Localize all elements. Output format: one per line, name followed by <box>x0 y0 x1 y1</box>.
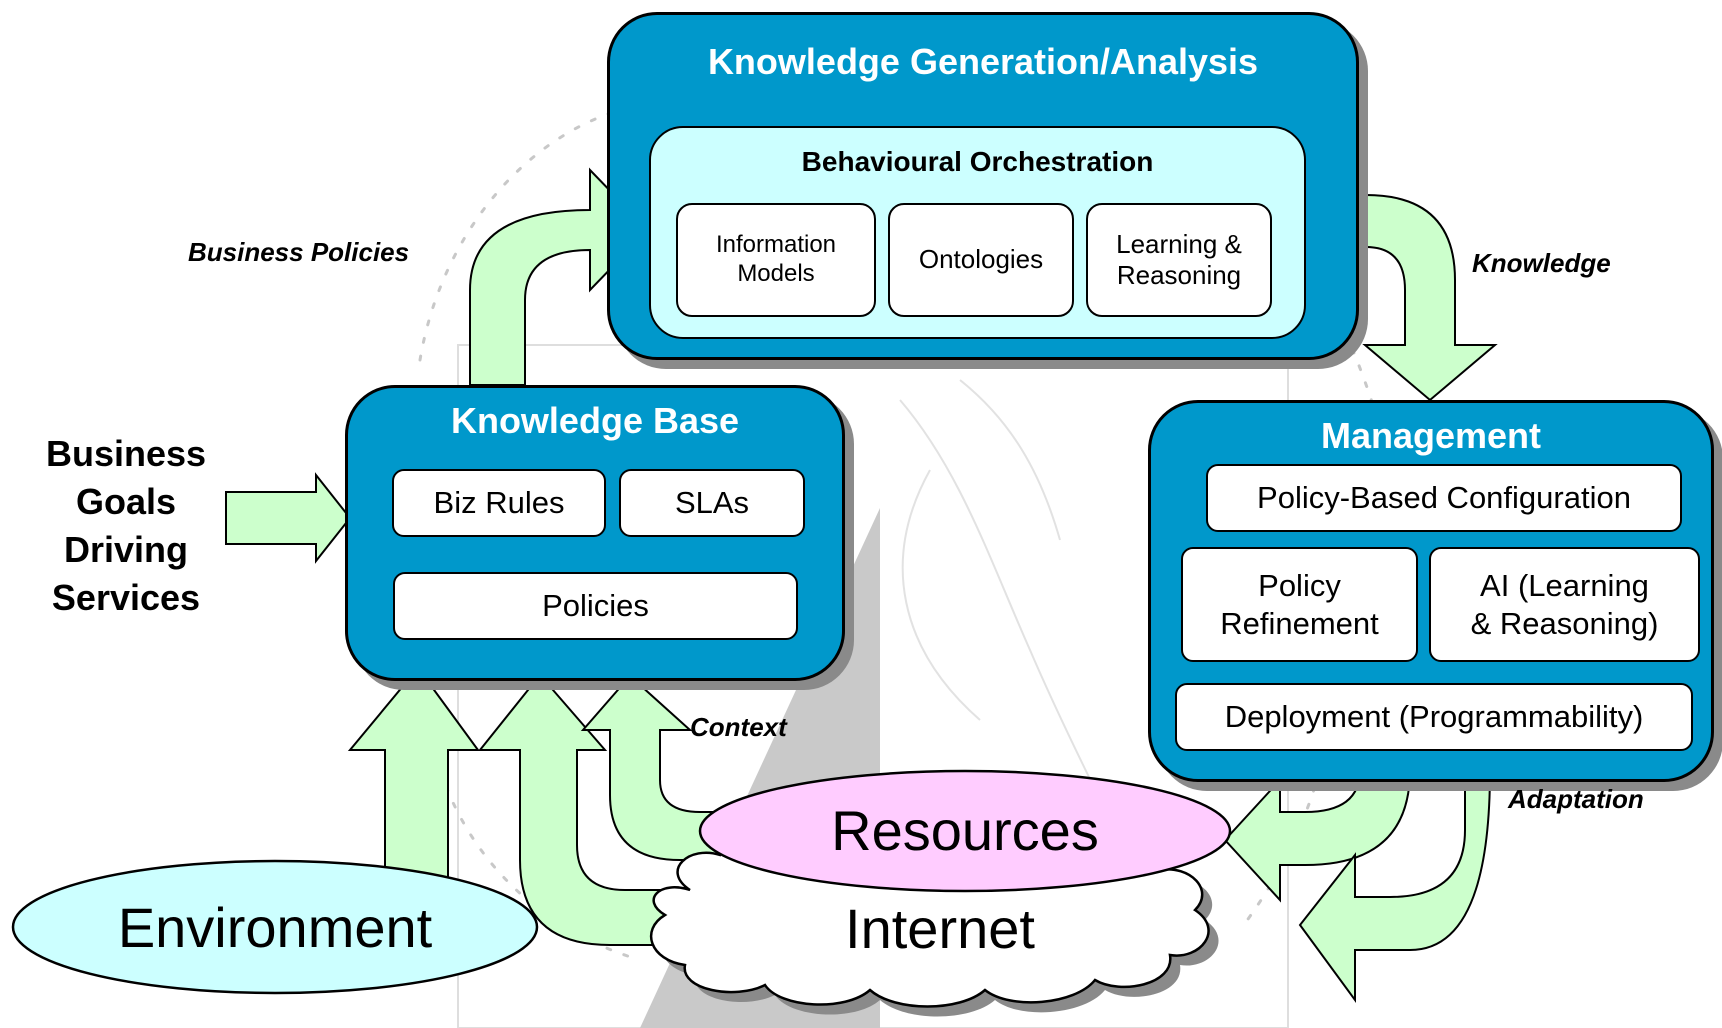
business-policies-label: Business Policies <box>188 237 410 267</box>
context-label: Context <box>690 712 787 742</box>
knowledge-label: Knowledge <box>1472 248 1611 278</box>
management-title: Management <box>1320 415 1542 456</box>
biz-rules-box: Biz Rules <box>392 469 606 537</box>
environment-ellipse <box>11 859 539 995</box>
internet-arrow <box>477 673 691 946</box>
policy-based-configuration-box: Policy-Based Configuration <box>1206 464 1682 532</box>
policy-refinement-box: Policy Refinement <box>1181 547 1418 662</box>
adaptation-arrow-upper <box>1223 769 1412 903</box>
deployment-programmability-box: Deployment (Programmability) <box>1175 683 1693 751</box>
policies-box: Policies <box>393 572 798 640</box>
knowledge-generation-box: Knowledge Generation/Analysis Behavioura… <box>607 12 1359 360</box>
adaptation-arrow-lower <box>1298 769 1492 1004</box>
context-arrow <box>580 674 731 861</box>
adaptation-label: Adaptation <box>1508 784 1644 814</box>
behavioural-orchestration-box: Behavioural Orchestration Information Mo… <box>649 126 1306 339</box>
knowledge-generation-title: Knowledge Generation/Analysis <box>707 41 1259 82</box>
internet-label: Internet <box>845 897 1035 960</box>
knowledge-base-title: Knowledge Base <box>450 400 740 441</box>
behavioural-orchestration-title: Behavioural Orchestration <box>801 146 1154 177</box>
business-goals-arrow <box>225 472 352 564</box>
business-policies-arrow <box>469 167 650 386</box>
resources-label: Resources <box>831 799 1099 862</box>
management-box: Management Policy-Based Configuration Po… <box>1148 400 1714 782</box>
environment-arrow <box>347 666 480 881</box>
learning-reasoning-box: Learning & Reasoning <box>1086 203 1272 317</box>
knowledge-base-box: Knowledge Base Biz Rules SLAs Policies <box>345 385 845 681</box>
information-models-box: Information Models <box>676 203 876 317</box>
business-goals-text: Business Goals Driving Services <box>45 433 207 618</box>
resources-ellipse <box>698 769 1232 893</box>
ai-learning-reasoning-box: AI (Learning & Reasoning) <box>1429 547 1700 662</box>
environment-label: Environment <box>117 896 433 959</box>
ontologies-box: Ontologies <box>888 203 1074 317</box>
slas-box: SLAs <box>619 469 805 537</box>
